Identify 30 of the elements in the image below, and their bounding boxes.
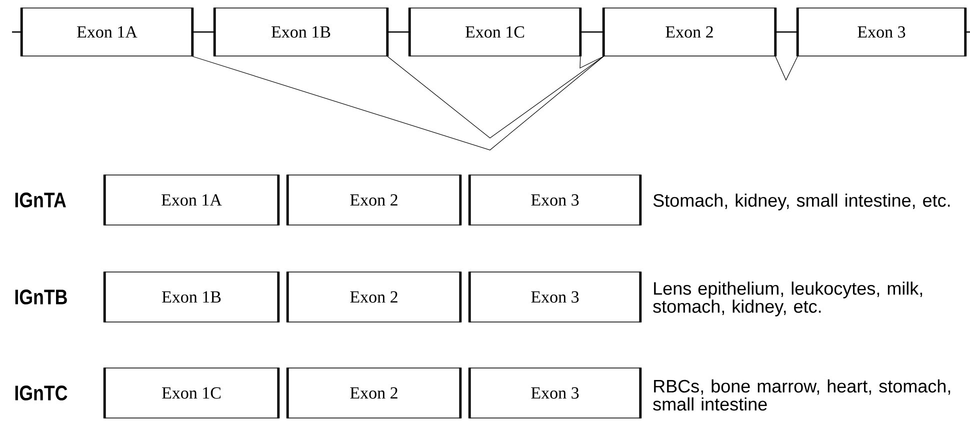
intron-line [775,31,798,33]
splice-line [387,56,604,138]
splice-line [580,56,604,68]
exon-box: Exon 1B [213,6,389,58]
exon-box: Exon 2 [286,366,462,420]
intron-line [192,31,215,33]
splice-line [775,56,798,81]
exon-box: Exon 1C [408,6,582,58]
tissue-note: RBCs, bone marrow, heart, stomach, small intestine [653,379,950,411]
exon-box: Exon 3 [468,366,642,420]
isoform-name: IGnTC [15,386,68,400]
exon-box: Exon 1B [103,270,280,324]
exon-box: Exon 1A [20,6,194,58]
intron-line [12,31,22,33]
exon-box: Exon 1A [103,173,280,227]
intron-line [580,31,604,33]
isoform-name: IGnTB [15,290,67,304]
intron-line [965,31,970,33]
intron-line [387,31,410,33]
splice-line [192,56,604,150]
exon-box: Exon 2 [602,6,777,58]
exon-box: Exon 3 [468,173,642,227]
tissue-note: Stomach, kidney, small intestine, etc. [653,194,950,210]
exon-box: Exon 3 [468,270,642,324]
exon-box: Exon 2 [286,270,462,324]
exon-box: Exon 3 [796,6,967,58]
exon-box: Exon 2 [286,173,462,227]
exon-box: Exon 1C [103,366,280,420]
isoform-name: IGnTA [15,192,66,208]
tissue-note: Lens epithelium, leukocytes, milk, stomach, kidney, etc. [653,282,922,316]
